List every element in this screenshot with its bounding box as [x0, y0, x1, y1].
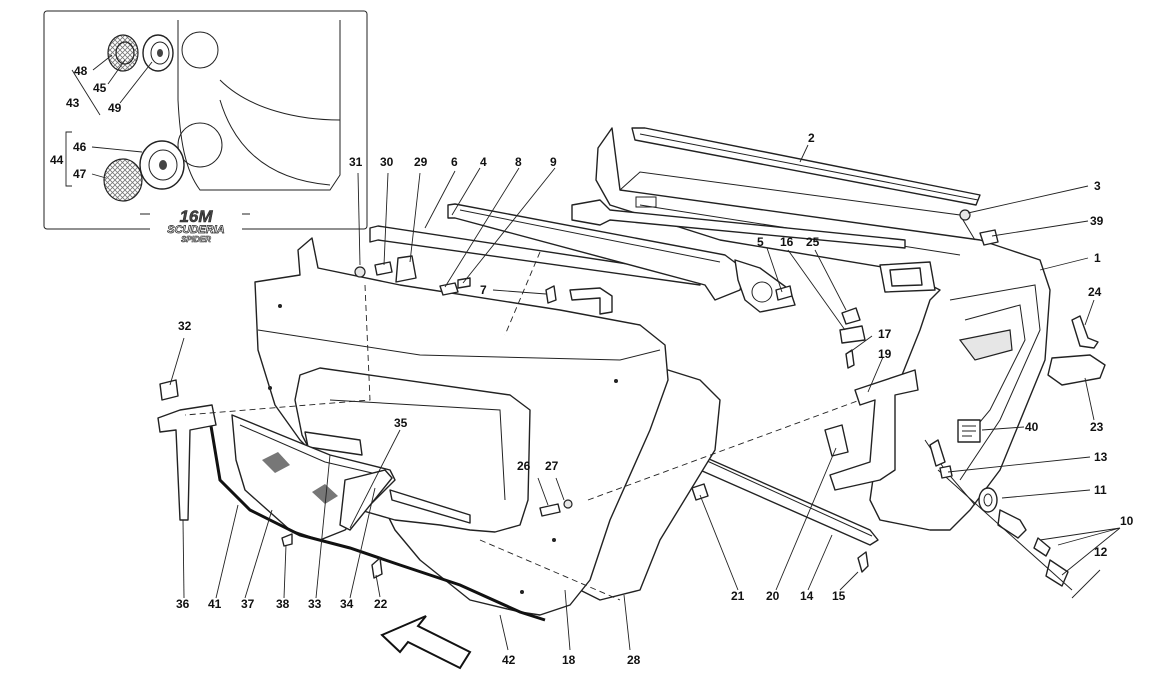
door-pocket-panel — [231, 414, 396, 541]
label-44: 44 — [50, 153, 64, 167]
label-24: 24 — [1088, 285, 1102, 299]
woofer-speaker-icon — [139, 140, 185, 190]
washer-31 — [354, 266, 366, 278]
handle-bracket — [829, 369, 919, 491]
woofer-grille-icon — [103, 158, 143, 202]
bracket-center — [569, 287, 613, 315]
window-motor — [734, 259, 796, 313]
screw-15 — [857, 551, 869, 573]
label-32: 32 — [178, 319, 192, 333]
label-33: 33 — [308, 597, 322, 611]
speaker-inset: 16M SCUDERIA SPIDER — [43, 10, 368, 244]
label-5: 5 — [757, 235, 764, 249]
screw-26 — [539, 503, 561, 517]
washer-27 — [563, 499, 573, 509]
label-2: 2 — [808, 131, 815, 145]
label-3: 3 — [1094, 179, 1101, 193]
label-23: 23 — [1090, 420, 1104, 434]
label-7: 7 — [480, 283, 487, 297]
fastener-3 — [959, 209, 971, 221]
label-4: 4 — [480, 155, 487, 169]
label-38: 38 — [276, 597, 290, 611]
label-9: 9 — [550, 155, 557, 169]
screw-30 — [374, 261, 393, 276]
label-16: 16 — [780, 235, 794, 249]
screw-38 — [281, 533, 293, 547]
label-18: 18 — [562, 653, 576, 667]
label-8: 8 — [515, 155, 522, 169]
label-35: 35 — [394, 416, 408, 430]
label-39: 39 — [1090, 214, 1104, 228]
clip-9 — [457, 277, 471, 289]
label-36: 36 — [176, 597, 190, 611]
label-48: 48 — [74, 64, 88, 78]
clip-8 — [439, 282, 459, 296]
handle-clip-20 — [824, 424, 849, 457]
label-47: 47 — [73, 167, 87, 181]
label-15: 15 — [832, 589, 846, 603]
door-frame — [571, 127, 1051, 531]
screw-5 — [775, 285, 793, 301]
label-10: 10 — [1120, 514, 1134, 528]
label-25: 25 — [806, 235, 820, 249]
label-40: 40 — [1025, 420, 1039, 434]
label-1: 1 — [1094, 251, 1101, 265]
label-41: 41 — [208, 597, 222, 611]
label-31: 31 — [349, 155, 363, 169]
label-34: 34 — [340, 597, 354, 611]
screw-7 — [545, 285, 557, 304]
callout-labels: 1 2 3 4 5 6 7 8 9 10 11 12 13 14 15 16 1… — [50, 64, 1134, 667]
window-seal-strip — [631, 127, 981, 206]
scuderia-spider-badge: 16M SCUDERIA SPIDER — [140, 207, 250, 244]
label-11: 11 — [1094, 483, 1107, 497]
label-22: 22 — [374, 597, 388, 611]
label-27: 27 — [545, 459, 559, 473]
label-28: 28 — [627, 653, 641, 667]
bracket-16 — [839, 325, 866, 344]
label-20: 20 — [766, 589, 780, 603]
label-43: 43 — [66, 96, 80, 110]
clip-32 — [159, 379, 179, 401]
label-26: 26 — [517, 459, 531, 473]
badge-line-scuderia: SCUDERIA — [167, 224, 225, 236]
leader-lines — [169, 144, 1121, 651]
label-21: 21 — [731, 589, 745, 603]
badge-line-16m: 16M — [179, 207, 213, 226]
label-6: 6 — [451, 155, 458, 169]
clip-25 — [841, 307, 861, 325]
label-42: 42 — [502, 653, 516, 667]
label-37: 37 — [241, 597, 255, 611]
tweeter-grille-icon — [107, 34, 139, 72]
clip-21 — [691, 483, 709, 501]
trim-23 — [1047, 354, 1106, 386]
clip-24 — [1071, 315, 1099, 349]
direction-arrow-icon — [380, 615, 472, 670]
label-12: 12 — [1094, 545, 1108, 559]
tweeter-speaker-icon — [142, 34, 174, 72]
clip-29 — [395, 255, 417, 283]
screw-22 — [371, 557, 383, 579]
label-14: 14 — [800, 589, 814, 603]
label-19: 19 — [878, 347, 892, 361]
inner-belt-rail — [369, 203, 746, 301]
bracket-36 — [157, 404, 217, 521]
label-45: 45 — [93, 81, 107, 95]
screw-17 — [845, 349, 855, 369]
label-17: 17 — [878, 327, 892, 341]
label-30: 30 — [380, 155, 394, 169]
label-29: 29 — [414, 155, 428, 169]
clip-39 — [979, 229, 999, 246]
label-49: 49 — [108, 101, 122, 115]
badge-line-spider: SPIDER — [181, 235, 211, 244]
handle-assembly — [929, 439, 1073, 591]
lower-seal-strip — [208, 419, 546, 622]
label-46: 46 — [73, 140, 87, 154]
label-13: 13 — [1094, 450, 1108, 464]
